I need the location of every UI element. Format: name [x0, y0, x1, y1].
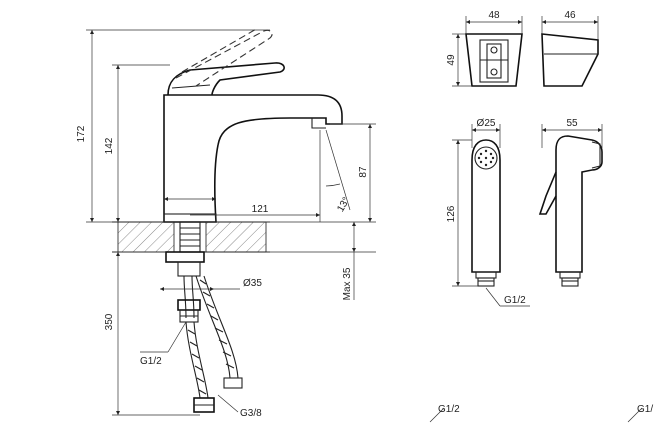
hand-shower-front — [471, 139, 501, 287]
spout-tip — [311, 118, 326, 129]
dim-350: 350 — [104, 313, 115, 330]
thread-g12-tap: G1/2 — [140, 356, 162, 367]
holder-dimensions — [452, 16, 599, 87]
dim-55: 55 — [566, 118, 578, 129]
dim-diameter-25: Ø25 — [477, 118, 496, 129]
faucet-body — [163, 94, 343, 223]
countertop-section — [112, 221, 270, 253]
faucet-dimension-labels: 172 142 121 87 13° Max 35 Ø35 350 G1/2 G… — [76, 125, 369, 419]
faucet-handle — [167, 62, 285, 96]
dim-172: 172 — [76, 125, 87, 142]
mounting-stud — [165, 221, 205, 277]
wall-holder-front — [465, 33, 523, 87]
flexible-hoses — [177, 275, 243, 413]
dim-diameter-35: Ø35 — [243, 278, 262, 289]
thread-g38-hose: G3/8 — [240, 408, 262, 419]
dim-max-35: Max 35 — [342, 267, 353, 300]
shower-dimensions — [452, 124, 603, 307]
holder-dimension-labels: 48 46 49 — [446, 10, 576, 66]
dim-46: 46 — [564, 10, 576, 21]
wall-holder-side — [541, 33, 599, 87]
thread-g12-bottom-left: G1/2 — [438, 404, 460, 415]
hand-shower-side — [538, 135, 603, 287]
dim-48: 48 — [488, 10, 500, 21]
handle-raised-position — [175, 29, 273, 87]
thread-g12-shower: G1/2 — [504, 295, 526, 306]
spray-holes — [477, 149, 495, 167]
dim-142: 142 — [104, 137, 115, 154]
faucet-dimensions — [86, 29, 376, 416]
shower-dimension-labels: Ø25 55 126 G1/2 — [446, 118, 578, 306]
trigger-lever — [538, 171, 557, 215]
bottom-thread-labels: G1/2 G1/ — [429, 404, 653, 423]
dim-126: 126 — [446, 205, 457, 222]
faucet-side-view — [163, 27, 343, 223]
dim-87: 87 — [358, 166, 369, 178]
dim-121: 121 — [252, 204, 269, 215]
dim-49: 49 — [446, 54, 457, 66]
thread-g12-bottom-right: G1/ — [637, 404, 653, 415]
dim-angle-13: 13° — [335, 195, 352, 214]
